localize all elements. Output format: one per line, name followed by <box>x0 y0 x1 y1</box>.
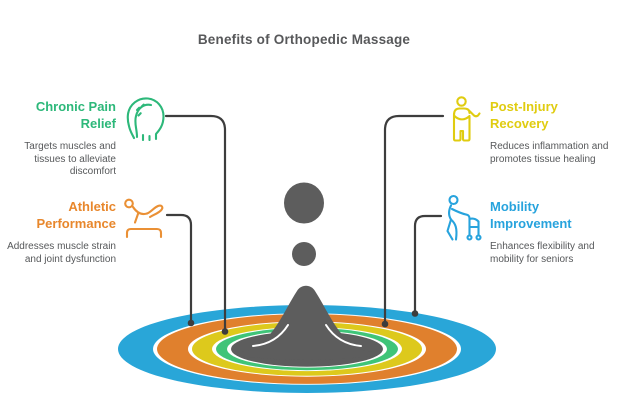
benefit-desc-athletic-performance: Addresses muscle strain and joint dysfun… <box>7 241 116 265</box>
walker-icon <box>440 194 486 244</box>
benefit-post-injury-recovery: Post-Injury Recovery Reduces inflammatio… <box>490 99 618 166</box>
droplet-small <box>292 242 316 266</box>
connector-dot-chronic-pain <box>221 328 229 335</box>
benefit-chronic-pain-relief: Chronic Pain Relief Targets muscles and … <box>6 99 116 179</box>
connector-dot-mobility <box>411 310 419 317</box>
benefit-title-athletic-performance: Athletic Performance <box>36 199 116 231</box>
connector-mobility <box>413 214 443 313</box>
falling-droplet <box>284 182 324 266</box>
benefit-desc-chronic-pain-relief: Targets muscles and tissues to alleviate… <box>24 141 116 178</box>
benefit-athletic-performance: Athletic Performance Addresses muscle st… <box>6 199 116 266</box>
connector-post-injury <box>383 114 445 323</box>
connector-lines <box>164 114 445 331</box>
connector-chronic-pain <box>164 114 227 331</box>
water-splash <box>240 285 372 360</box>
splash-flare-right <box>325 324 362 347</box>
connector-dot-athletic <box>187 319 195 327</box>
splash-peak <box>240 285 372 360</box>
connector-dots <box>187 310 419 335</box>
connector-athletic <box>165 213 193 322</box>
head-pain-icon <box>123 95 167 141</box>
connector-dot-post-injury <box>381 320 389 328</box>
benefit-desc-post-injury-recovery: Reduces inflammation and promotes tissue… <box>490 141 609 165</box>
benefit-mobility-improvement: Mobility Improvement Enhances flexibilit… <box>490 199 622 266</box>
benefit-desc-mobility-improvement: Enhances flexibility and mobility for se… <box>490 241 595 265</box>
droplet-large <box>284 182 324 224</box>
benefit-title-chronic-pain-relief: Chronic Pain Relief <box>35 99 116 131</box>
benefit-title-post-injury-recovery: Post-Injury Recovery <box>490 99 558 131</box>
massage-table-icon <box>118 196 170 242</box>
splash-flare-left <box>252 324 289 347</box>
arm-sling-icon <box>445 95 481 143</box>
benefit-title-mobility-improvement: Mobility Improvement <box>490 199 572 231</box>
page-title: Benefits of Orthopedic Massage <box>197 32 411 47</box>
